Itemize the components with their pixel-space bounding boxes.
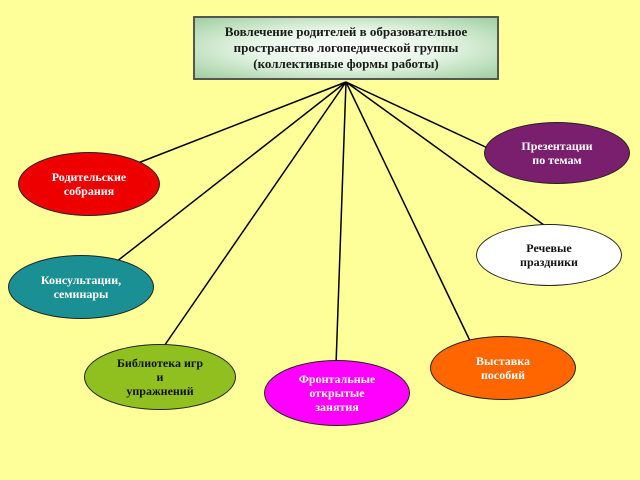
node-label-line: праздники	[520, 255, 578, 269]
node-label-line: Родительские	[51, 170, 127, 184]
connector-presentations	[345, 81, 493, 151]
node-label-line: Выставка	[476, 354, 530, 368]
node-presentations: Презентации по темам	[484, 122, 630, 184]
node-open-lessons: Фронтальные открытые занятия	[264, 360, 410, 426]
diagram-title-box: Вовлечение родителей в образовательное п…	[193, 16, 499, 80]
node-label-line: Фронтальные	[298, 372, 376, 386]
node-label-line: Консультации,	[40, 273, 122, 287]
node-parent-meetings: Родительские собрания	[18, 152, 160, 216]
node-games-library: Библиотека игр и упражнений	[84, 344, 236, 410]
node-speech-holidays: Речевые праздники	[476, 224, 622, 286]
node-label-line: собрания	[63, 184, 115, 198]
node-label-line: Библиотека игр	[116, 356, 204, 370]
node-label-line: пособий	[480, 368, 526, 382]
connector-aids-exhibition	[345, 81, 473, 346]
node-aids-exhibition: Выставка пособий	[430, 336, 576, 400]
connector-games-library	[159, 81, 347, 353]
connector-open-lessons	[335, 81, 347, 366]
node-consultations: Консультации, семинары	[8, 255, 154, 319]
title-line-2: пространство логопедической группы	[233, 40, 459, 55]
connector-speech-holidays	[345, 81, 549, 229]
node-label-line: занятия	[315, 400, 359, 414]
node-label-line: Речевые	[526, 241, 572, 255]
connector-parent-meetings	[137, 81, 347, 164]
node-label-line: Презентации	[521, 139, 593, 153]
node-label-line: и	[156, 370, 164, 384]
title-line-3: (коллективные формы работы)	[253, 56, 439, 71]
node-label-line: открытые	[309, 386, 365, 400]
node-label-line: по темам	[532, 153, 582, 167]
node-label-line: семинары	[53, 287, 109, 301]
node-label-line: упражнений	[126, 384, 194, 398]
title-line-1: Вовлечение родителей в образовательное	[224, 24, 468, 39]
connector-consultations	[115, 81, 347, 263]
